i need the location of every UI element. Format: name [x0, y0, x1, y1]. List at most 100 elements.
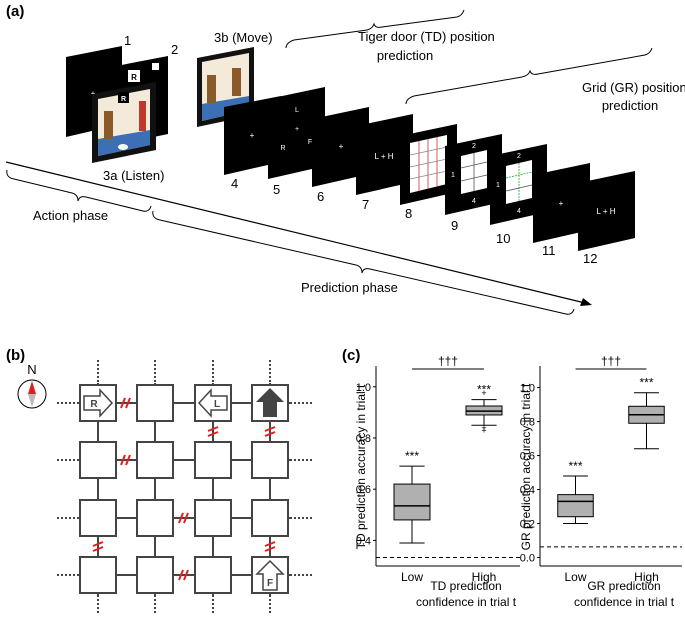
significance-label: *** [639, 376, 653, 390]
screen-3b-label: 3b (Move) [214, 30, 273, 45]
screen-3a-label: 3a (Listen) [103, 168, 164, 183]
y-tick-label: 0.2 [520, 519, 535, 531]
screen-10-n2: 2 [517, 153, 521, 160]
td-y-axis-title: TD prediction accuracy in trial t [354, 384, 368, 549]
screen-7-number: 7 [362, 197, 369, 212]
screen-9-n1: 1 [451, 172, 455, 179]
screen-11 [533, 163, 590, 243]
action-phase-label: Action phase [33, 208, 108, 223]
right-arrow-icon: R [83, 388, 114, 418]
significance-label: *** [477, 383, 491, 397]
y-tick-label: 1.0 [520, 383, 535, 395]
td-title-line2: prediction [377, 48, 433, 63]
screen-7 [356, 114, 413, 195]
screen-12-text: L + H [596, 207, 615, 216]
screen-5-number: 5 [273, 182, 280, 197]
screen-1-fixation: + [91, 89, 96, 98]
screen-9-number: 9 [451, 218, 458, 233]
screen-2-mini [152, 63, 159, 70]
screen-10-n4: 4 [517, 208, 521, 215]
screen-7-text: L + H [374, 152, 393, 161]
screen-4-fixation: + [250, 131, 255, 140]
gr-y-axis-title: GR prediction accuracy in trial t [519, 383, 533, 550]
y-tick-label: 0.4 [520, 485, 535, 497]
screen-2-cue-r [128, 70, 140, 82]
significance-label: *** [405, 449, 419, 463]
screen-9-n4: 4 [472, 198, 476, 205]
action-phase-bracket [6, 169, 152, 212]
td-title-line1: Tiger door (TD) position [358, 29, 495, 44]
prediction-phase-label: Prediction phase [301, 280, 398, 295]
screen-12 [578, 171, 635, 251]
x-tick-label: Low [401, 570, 423, 584]
x-tick-label: High [472, 570, 497, 584]
screen-12-number: 12 [583, 251, 597, 266]
screen-2-cue-text: R [131, 73, 137, 82]
td-x-axis-title-line1: TD prediction [430, 579, 501, 593]
x-tick-label: High [634, 570, 659, 584]
timeline-arrow [5, 161, 586, 304]
screen-5-left: L [295, 107, 299, 114]
gr-title-line1: Grid (GR) position [582, 80, 685, 95]
compass-north-label: N [27, 362, 36, 377]
y-tick-label: 0.8 [520, 417, 535, 429]
screen-11-fixation: + [559, 199, 564, 208]
outlier-point: + [481, 388, 486, 398]
right-arrow-label: R [90, 399, 98, 410]
screen-10-number: 10 [496, 231, 510, 246]
screen-5 [268, 87, 325, 179]
left-arrow-icon: L [197, 388, 228, 418]
screen-5-right: R [280, 145, 285, 152]
left-arrow-label: L [214, 399, 220, 410]
up-arrow-filled-icon [256, 388, 284, 417]
wall-breaks [92, 397, 276, 581]
screen-6-fixation: + [339, 142, 344, 151]
significance-label: *** [568, 459, 582, 473]
screen-11-number: 11 [542, 243, 556, 258]
forward-arrow-label: F [267, 578, 273, 589]
y-tick-label: 0.0 [520, 553, 535, 565]
box-low [393, 483, 431, 521]
screen-10-grid [505, 160, 533, 204]
gr-title-line2: prediction [602, 98, 658, 113]
outlier-point: + [481, 425, 486, 435]
screen-1-number: 1 [124, 33, 131, 48]
comparison-label: ††† [438, 354, 458, 368]
y-tick-label: 1.0 [356, 382, 371, 394]
td-bracket [285, 9, 465, 49]
screen-2-number: 2 [171, 42, 178, 57]
screen-8-grid [409, 135, 448, 193]
td-x-axis-title-line2: confidence in trial t [416, 595, 517, 609]
screen-10-n1: 1 [496, 182, 500, 189]
comparison-label: ††† [601, 354, 621, 368]
gr-x-axis-title-line1: GR prediction [587, 579, 660, 593]
prediction-phase-bracket [152, 210, 575, 315]
gr-bracket [405, 47, 653, 105]
panel-a-label: (a) [6, 3, 24, 20]
screen-4 [224, 96, 281, 175]
gr-x-axis-title-line2: confidence in trial t [574, 595, 675, 609]
screen-5-plus: + [295, 126, 299, 133]
y-tick-label: 0.8 [356, 433, 371, 445]
panel-c-label: (c) [342, 347, 360, 364]
y-tick-label: 0.4 [356, 535, 371, 547]
box-low [557, 494, 594, 518]
x-tick-label: Low [564, 570, 586, 584]
screen-5-forward: F [308, 139, 312, 146]
outlier-point: + [481, 423, 486, 433]
y-tick-label: 0.6 [356, 484, 371, 496]
screen-9-grid [460, 150, 488, 194]
panel-b-label: (b) [6, 347, 25, 364]
screen-6-number: 6 [317, 189, 324, 204]
screen-3a-cue-text: R [121, 96, 126, 103]
maze-squares [79, 384, 289, 594]
screen-4-number: 4 [231, 176, 238, 191]
timeline-arrowhead [580, 298, 592, 306]
screen-9-n2: 2 [472, 143, 476, 150]
forward-arrow-icon: F [255, 559, 285, 591]
screen-6 [312, 107, 369, 187]
screen-8-number: 8 [405, 206, 412, 221]
